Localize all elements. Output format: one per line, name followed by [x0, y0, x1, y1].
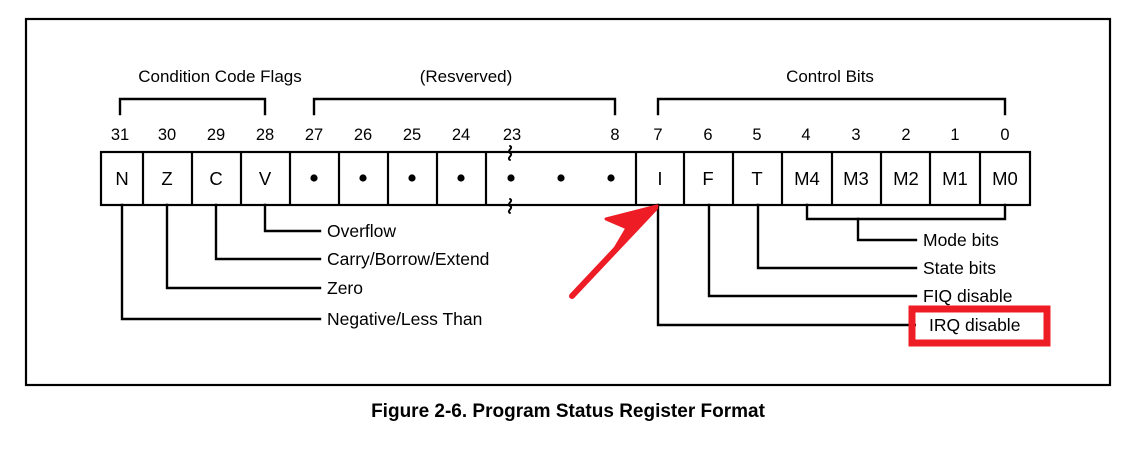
- bit-number-row: 31 30 29 28 27 26 25 24 23 8 7 6 5 4 3 2…: [111, 126, 1010, 144]
- bracket-control-bits: [656, 97, 1007, 116]
- bit-number-5: 5: [752, 126, 761, 144]
- cell-label-C: C: [209, 168, 222, 189]
- leaders-right: [656, 203, 1007, 327]
- cell-dot-25: [408, 174, 416, 182]
- bracket-mode-bits: [805, 203, 1007, 221]
- annotation-arrow-to-irq-bit: [569, 204, 659, 299]
- highlight-box-irq-disable: [908, 305, 1051, 347]
- bracket-condition-code-flags: [118, 97, 267, 116]
- description-zero: Zero: [327, 278, 363, 298]
- leader-overflow: [263, 203, 322, 233]
- cell-label-T: T: [751, 168, 762, 189]
- cell-dot-26: [359, 174, 367, 182]
- cell-dot-24: [457, 174, 465, 182]
- cell-label-V: V: [259, 168, 272, 189]
- description-carry-borrow-extend: Carry/Borrow/Extend: [327, 249, 489, 269]
- bit-number-28: 28: [256, 126, 274, 144]
- description-fiq-disable: FIQ disable: [923, 286, 1012, 306]
- bit-number-6: 6: [703, 126, 712, 144]
- bit-number-8: 8: [610, 126, 619, 144]
- bit-number-30: 30: [158, 126, 176, 144]
- cell-label-M1: M1: [942, 168, 968, 189]
- cell-label-M0: M0: [992, 168, 1018, 189]
- highlight-box-inner-fill: [916, 313, 1043, 339]
- register-outline: [99, 150, 1032, 207]
- bit-number-26: 26: [354, 126, 372, 144]
- description-overflow: Overflow: [327, 221, 396, 241]
- description-state-bits: State bits: [923, 258, 996, 278]
- leader-zero: [165, 203, 322, 290]
- description-negative-less-than: Negative/Less Than: [327, 309, 482, 329]
- figure-caption: Figure 2-6. Program Status Register Form…: [371, 401, 765, 422]
- figure-border: [24, 17, 1112, 387]
- leader-negative: [120, 203, 322, 321]
- cell-dot-8: [607, 174, 615, 182]
- leader-mode-bits: [856, 217, 918, 242]
- bit-number-2: 2: [901, 126, 910, 144]
- arrow-head: [604, 204, 659, 252]
- bit-number-1: 1: [950, 126, 959, 144]
- description-irq-disable-highlighted: IRQ disable: [929, 315, 1020, 335]
- group-label-reserved: (Resverved): [420, 67, 513, 86]
- bit-number-27: 27: [305, 126, 323, 144]
- bit-number-25: 25: [403, 126, 421, 144]
- group-label-condition-code-flags: Condition Code Flags: [138, 67, 301, 86]
- cell-dot-middle: [557, 174, 565, 182]
- bit-number-31: 31: [111, 126, 129, 144]
- cell-dot-27: [310, 174, 318, 182]
- cell-label-I: I: [657, 168, 662, 189]
- leaders-left: [120, 203, 322, 321]
- bracket-reserved: [312, 97, 617, 116]
- leader-irq-disable: [656, 203, 923, 327]
- cell-label-N: N: [115, 168, 128, 189]
- cell-label-M2: M2: [893, 168, 919, 189]
- cell-label-M3: M3: [843, 168, 869, 189]
- leader-fiq-disable: [707, 203, 918, 298]
- leader-carry: [214, 203, 322, 261]
- description-mode-bits: Mode bits: [923, 230, 999, 250]
- bit-number-4: 4: [801, 126, 810, 144]
- bit-number-7: 7: [653, 126, 662, 144]
- cell-dot-23: [507, 174, 515, 182]
- bit-number-24: 24: [452, 126, 470, 144]
- bit-number-29: 29: [207, 126, 225, 144]
- cell-label-Z: Z: [161, 168, 172, 189]
- register-cells: N Z C V I F T M4 M3 M2 M1 M0: [99, 145, 1032, 214]
- group-label-control-bits: Control Bits: [786, 67, 874, 86]
- bit-number-3: 3: [851, 126, 860, 144]
- bit-number-23: 23: [503, 126, 521, 144]
- bit-number-0: 0: [1000, 126, 1009, 144]
- cell-label-M4: M4: [794, 168, 820, 189]
- cell-label-F: F: [702, 168, 713, 189]
- leader-state-bits: [756, 203, 918, 270]
- break-squiggle-bottom: [507, 198, 513, 214]
- break-squiggle-top: [507, 145, 513, 161]
